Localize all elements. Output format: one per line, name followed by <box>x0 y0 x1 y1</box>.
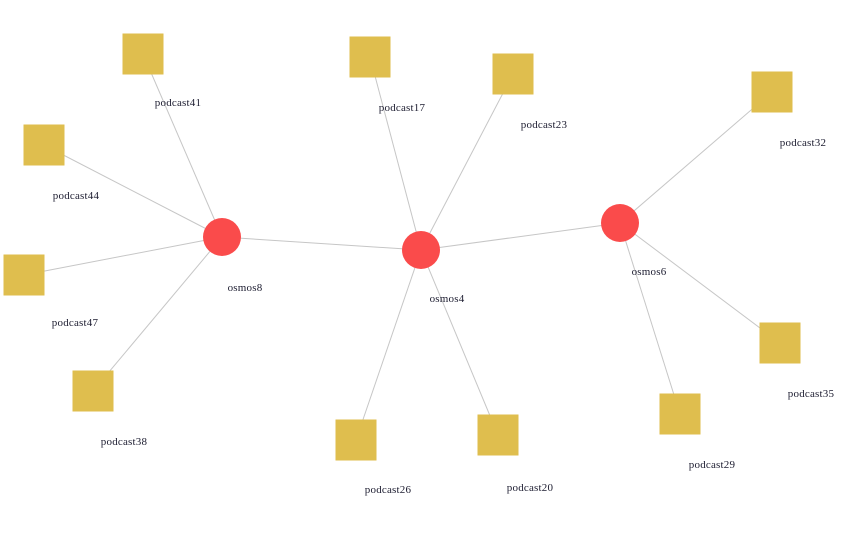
graph-node-square-podcast32[interactable] <box>751 71 793 113</box>
graph-edge <box>420 73 514 251</box>
graph-edge <box>221 236 422 251</box>
graph-node-circle-osmos4[interactable] <box>402 231 440 269</box>
graph-edge <box>23 236 223 276</box>
edge-layer <box>23 53 781 441</box>
graph-edge <box>619 91 773 224</box>
graph-edge <box>369 56 422 251</box>
graph-edge <box>420 222 621 251</box>
graph-node-square-podcast41[interactable] <box>122 33 164 75</box>
graph-edge <box>142 53 223 238</box>
graph-edge <box>420 249 499 436</box>
graph-node-square-podcast26[interactable] <box>335 419 377 461</box>
node-label-podcast20: podcast20 <box>506 482 554 494</box>
graph-node-square-podcast47[interactable] <box>3 254 45 296</box>
node-label-podcast47: podcast47 <box>51 317 99 329</box>
node-label-podcast44: podcast44 <box>52 190 100 202</box>
node-label-podcast35: podcast35 <box>787 388 835 400</box>
graph-node-square-podcast20[interactable] <box>477 414 519 456</box>
node-label-podcast29: podcast29 <box>688 459 736 471</box>
graph-node-square-podcast29[interactable] <box>659 393 701 435</box>
node-label-osmos6: osmos6 <box>631 266 667 278</box>
graph-node-square-podcast38[interactable] <box>72 370 114 412</box>
node-layer <box>3 33 801 461</box>
graph-edge <box>43 144 223 238</box>
graph-node-circle-osmos8[interactable] <box>203 218 241 256</box>
node-label-osmos8: osmos8 <box>227 282 263 294</box>
node-label-podcast38: podcast38 <box>100 436 148 448</box>
graph-edge <box>92 236 223 392</box>
graph-edge <box>619 222 681 415</box>
graph-node-square-podcast44[interactable] <box>23 124 65 166</box>
node-label-osmos4: osmos4 <box>429 293 465 305</box>
graph-edge <box>355 249 422 441</box>
graph-node-square-podcast23[interactable] <box>492 53 534 95</box>
node-label-podcast17: podcast17 <box>378 102 426 114</box>
node-label-podcast41: podcast41 <box>154 97 202 109</box>
graph-node-square-podcast35[interactable] <box>759 322 801 364</box>
graph-edge <box>619 222 781 344</box>
graph-node-circle-osmos6[interactable] <box>601 204 639 242</box>
node-label-podcast23: podcast23 <box>520 119 568 131</box>
graph-node-square-podcast17[interactable] <box>349 36 391 78</box>
node-label-podcast32: podcast32 <box>779 137 827 149</box>
node-label-podcast26: podcast26 <box>364 484 412 496</box>
